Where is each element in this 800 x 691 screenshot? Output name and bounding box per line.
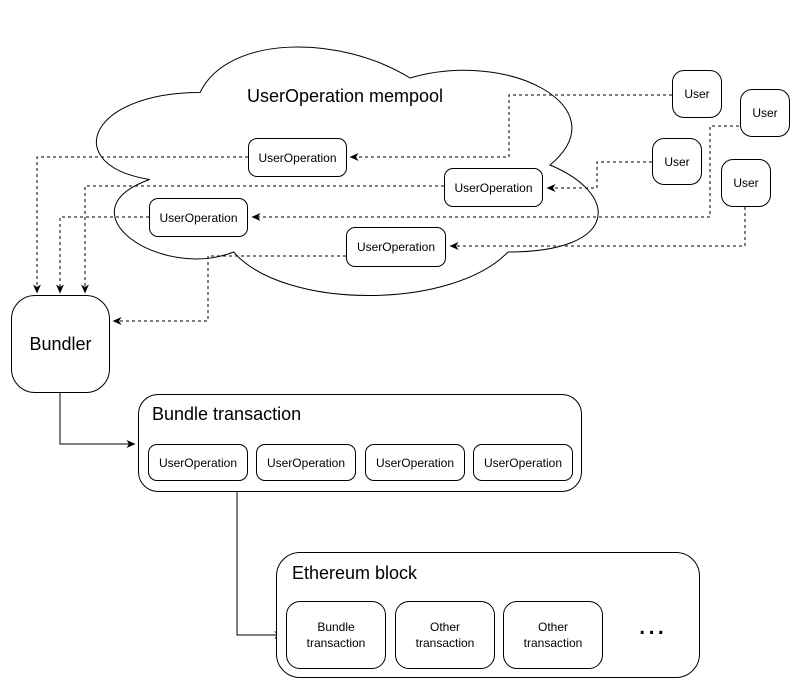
mempool-title: UserOperation mempool bbox=[246, 86, 444, 106]
userop-label: UserOperation bbox=[375, 455, 455, 470]
user-box-4: User bbox=[721, 159, 771, 207]
userop-label: UserOperation bbox=[159, 210, 238, 225]
connector-bundler-to-bundle-transaction bbox=[59, 393, 136, 448]
connector-bundle-transaction-to-ethereum-block bbox=[236, 492, 284, 639]
bundle-transaction-title: Bundle transaction bbox=[152, 404, 302, 424]
connector-userop4-to-bundler bbox=[112, 255, 346, 325]
other-transaction-box-1: Other transaction bbox=[395, 601, 495, 669]
connector-user3-to-userop3 bbox=[546, 161, 652, 192]
connector-user1-to-userop1 bbox=[349, 94, 672, 161]
other-transaction-box-label: Other transaction bbox=[415, 620, 475, 650]
user-label: User bbox=[752, 106, 778, 120]
bundle-transaction-box: Bundle transaction bbox=[286, 601, 386, 669]
bundle-userop-box-1: UserOperation bbox=[148, 444, 248, 481]
connector-userop1-to-bundler bbox=[33, 156, 248, 294]
connector-userop2-to-bundler bbox=[56, 216, 149, 294]
bundle-userop-box-3: UserOperation bbox=[365, 444, 465, 481]
bundle-userop-box-4: UserOperation bbox=[473, 444, 573, 481]
user-box-1: User bbox=[672, 70, 722, 118]
user-label: User bbox=[684, 87, 710, 101]
user-label: User bbox=[733, 176, 759, 190]
userop-label: UserOperation bbox=[266, 455, 346, 470]
bundle-transaction-box-label: Bundle transaction bbox=[306, 620, 366, 650]
userop-box-1: UserOperation bbox=[248, 138, 347, 177]
user-box-3: User bbox=[652, 138, 702, 185]
userop-label: UserOperation bbox=[258, 150, 337, 165]
other-transaction-box-label: Other transaction bbox=[523, 620, 583, 650]
mempool-cloud-shape bbox=[95, 46, 599, 296]
connector-user2-to-userop2 bbox=[251, 125, 739, 221]
other-transaction-box-2: Other transaction bbox=[503, 601, 603, 669]
userop-label: UserOperation bbox=[158, 455, 238, 470]
user-box-2: User bbox=[740, 89, 790, 137]
bundler-label: Bundler bbox=[29, 334, 92, 354]
ellipsis-label: ... bbox=[637, 608, 666, 641]
userop-label: UserOperation bbox=[356, 240, 436, 254]
userop-label: UserOperation bbox=[483, 455, 563, 470]
bundle-userop-box-2: UserOperation bbox=[256, 444, 356, 481]
user-label: User bbox=[664, 154, 690, 169]
bundler-box: Bundler bbox=[11, 295, 110, 393]
ethereum-block-title: Ethereum block bbox=[292, 563, 418, 583]
userop-label: UserOperation bbox=[454, 180, 533, 195]
userop-box-3: UserOperation bbox=[444, 168, 543, 207]
connector-user4-to-userop4 bbox=[449, 207, 746, 250]
userop-box-4: UserOperation bbox=[346, 227, 446, 267]
userop-box-2: UserOperation bbox=[149, 198, 248, 237]
